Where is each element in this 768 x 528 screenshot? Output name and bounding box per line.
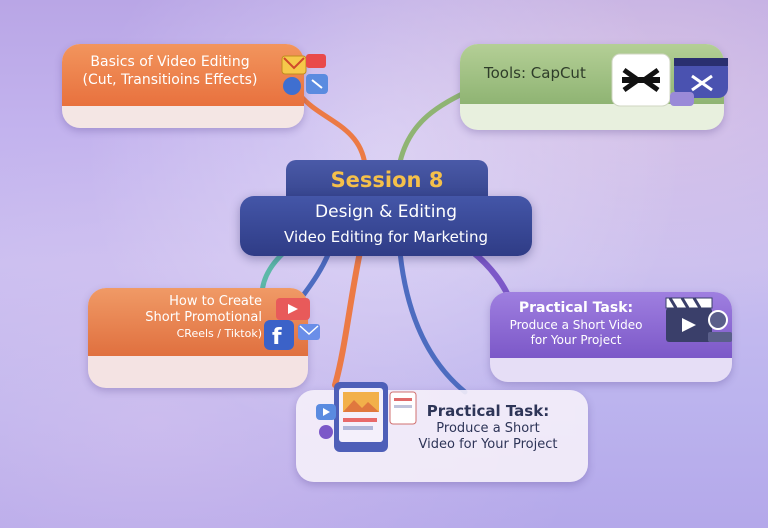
center-title: Design & Editing (315, 202, 457, 222)
practical-bottom-line3: Video for Your Project (418, 437, 558, 452)
social-media-icon: f (264, 298, 320, 350)
practical-bottom-title: Practical Task: (426, 402, 550, 420)
practical-bottom-line2: Produce a Short (436, 420, 540, 436)
howto-line1: How to Create (169, 294, 262, 309)
capcut-logo-icon (611, 53, 728, 107)
basics-line2: (Cut, Transitioins Effects) (82, 71, 258, 88)
practical-right-title: Practical Task: (518, 300, 634, 316)
practical-right-line2: Produce a Short Video (509, 317, 643, 332)
center-subtitle: Video Editing for Marketing (284, 228, 488, 246)
video-editor-icon (281, 54, 328, 95)
practical-right-line3: for Your Project (530, 332, 622, 347)
howto-line2: Short Promotional (145, 310, 262, 326)
basics-line1: Basics of Video Editing (90, 54, 250, 70)
session-header: Session 8 (286, 160, 488, 200)
center-node: Design & Editing Video Editing for Marke… (240, 196, 532, 256)
tools-label: Tools: CapCut (484, 64, 586, 82)
branch-basics-of-video-editing: Basics of Video Editing (Cut, Transitioi… (62, 44, 304, 128)
svg-text:f: f (272, 325, 282, 350)
howto-line3: CReels / Tiktok) (176, 326, 262, 340)
mobile-content-icon (316, 382, 417, 452)
clapperboard-icon (665, 297, 732, 342)
